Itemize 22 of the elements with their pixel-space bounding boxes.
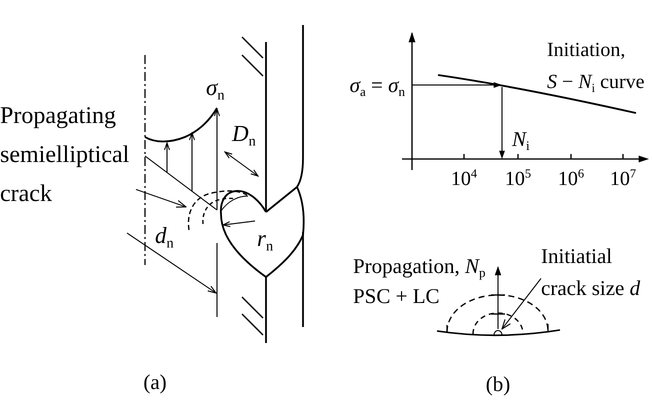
annotation-text: PSC + LC bbox=[353, 284, 440, 308]
cycles-label: N$_{i}$ bbox=[512, 127, 530, 152]
leader-line bbox=[136, 188, 186, 208]
annotation-text: Propagation, N$_{p}$ bbox=[353, 254, 486, 278]
leader-line bbox=[502, 278, 542, 330]
tick-label: 10$^{6}$ bbox=[558, 168, 584, 191]
curve-label: S − N$_{i}$ curve bbox=[547, 71, 644, 94]
curve-label: Initiation, bbox=[547, 39, 626, 62]
stress-label: σ$_{a}$ = σ$_{n}$ bbox=[350, 73, 405, 98]
dimension-label: r$_{n}$ bbox=[257, 226, 274, 252]
panel-label: (b) bbox=[486, 372, 510, 396]
panel-label: (a) bbox=[143, 370, 167, 394]
dimension-label: d$_{n}$ bbox=[155, 223, 174, 250]
tick-label: 10$^{4}$ bbox=[450, 168, 478, 191]
crack-outline bbox=[186, 188, 250, 232]
tick-label: 10$^{7}$ bbox=[610, 168, 636, 191]
callout-text: Initiatial crack size d bbox=[541, 240, 645, 304]
callout-text: Propagating semielliptical crack bbox=[0, 97, 136, 214]
initial-crack bbox=[493, 329, 503, 335]
tick-label: 10$^{5}$ bbox=[504, 168, 532, 191]
stress-label: σ$_{n}$ bbox=[206, 75, 224, 102]
dimension-label: D$_{n}$ bbox=[232, 121, 256, 148]
